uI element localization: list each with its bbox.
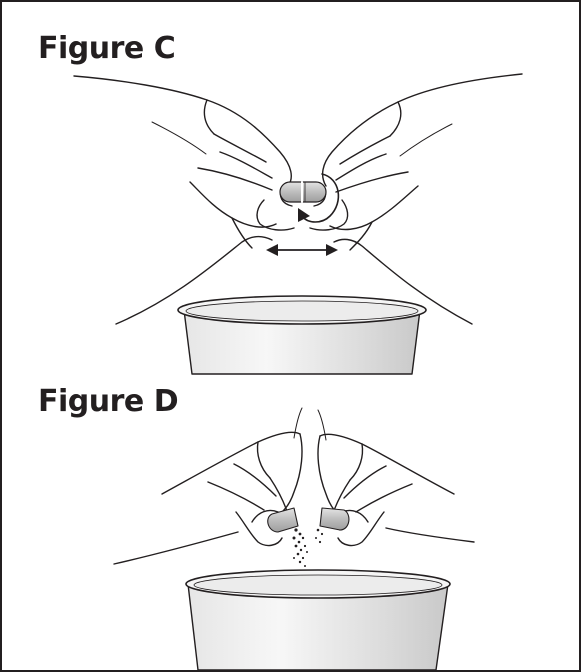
figure-c-title: Figure C	[38, 31, 176, 66]
figure-d-illustration	[113, 407, 475, 670]
twist-arrow-icon	[298, 173, 340, 223]
left-hand-icon	[73, 75, 295, 325]
left-hand-icon	[113, 407, 303, 565]
figure-c-illustration	[73, 73, 523, 375]
cup-icon	[177, 295, 427, 375]
figure-d-title: Figure D	[38, 384, 179, 419]
double-arrow-icon	[266, 244, 338, 256]
cup-icon	[185, 569, 451, 670]
granules-icon	[292, 528, 324, 567]
capsule-half-icon	[267, 507, 350, 533]
right-hand-icon	[309, 73, 523, 325]
capsule-icon	[279, 181, 327, 203]
